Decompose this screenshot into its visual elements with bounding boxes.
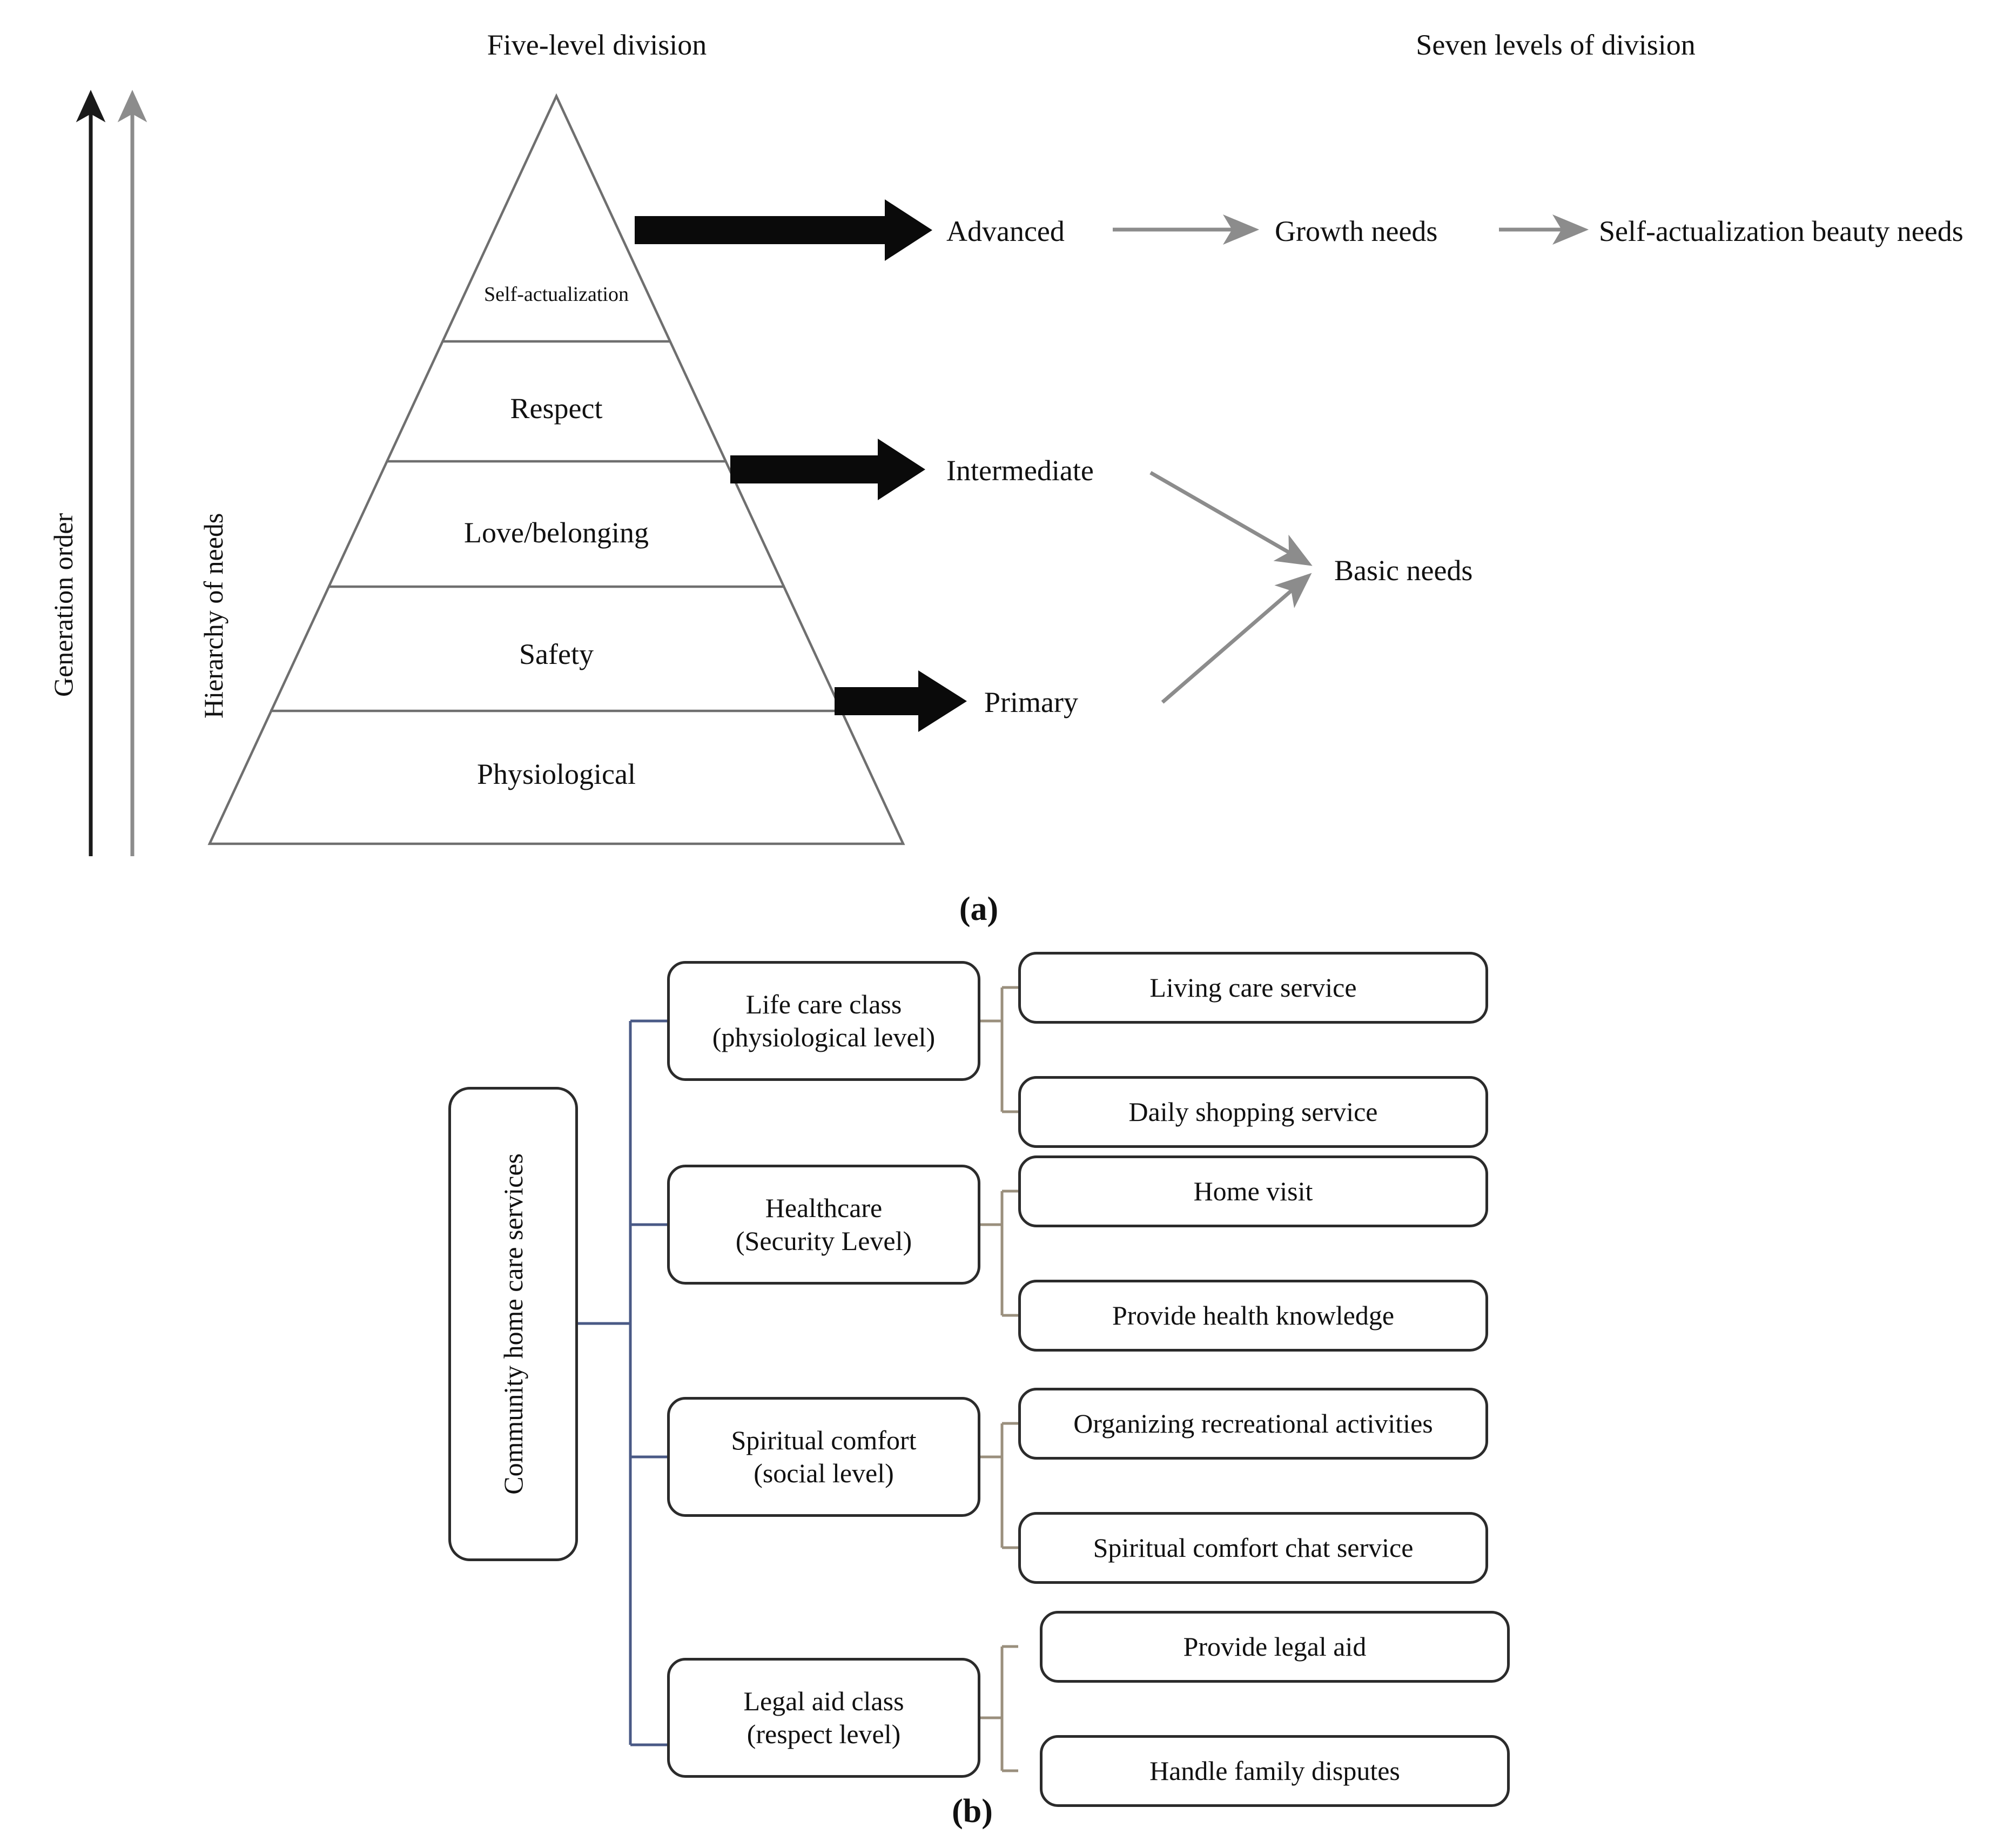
branch-node-healthcare[interactable]: Healthcare (Security Level) xyxy=(667,1165,980,1285)
leaf-1-2-label: Daily shopping service xyxy=(1128,1097,1378,1127)
stage-label-advanced: Advanced xyxy=(946,215,1065,247)
branch-3-label-line1: Spiritual comfort xyxy=(731,1425,917,1455)
leaf-node-living-care-service[interactable]: Living care service xyxy=(1018,952,1488,1024)
leaf-3-1-label: Organizing recreational activities xyxy=(1073,1408,1433,1439)
branch-2-label-line2: (Security Level) xyxy=(735,1226,912,1256)
tree-trunk-connectors xyxy=(578,1019,667,1746)
generation-order-label: Generation order xyxy=(48,513,78,697)
pyramid-level-physiological: Physiological xyxy=(477,758,636,790)
pyramid-level-respect: Respect xyxy=(510,392,603,425)
branch-4-label-line2: (respect level) xyxy=(747,1719,901,1749)
seven-levels-division-header: Seven levels of division xyxy=(1416,29,1696,61)
primary-arrow xyxy=(835,670,967,732)
leaf-4-1-label: Provide legal aid xyxy=(1183,1631,1367,1662)
pyramid-level-safety: Safety xyxy=(519,638,594,670)
panel-b-caption: (b) xyxy=(952,1793,993,1830)
five-level-division-header: Five-level division xyxy=(487,29,707,61)
branch-1-label-line1: Life care class xyxy=(745,989,902,1019)
grouping-arrows-group xyxy=(1113,214,1589,704)
primary-to-basic-arrow xyxy=(1161,573,1312,704)
advanced-arrow xyxy=(635,199,932,261)
leaf-2-1-label: Home visit xyxy=(1193,1176,1313,1206)
intermediate-arrow xyxy=(730,439,925,500)
stage-label-intermediate: Intermediate xyxy=(946,454,1094,487)
tree-leaf-connectors xyxy=(980,986,1018,1772)
panel-a-caption: (a) xyxy=(959,891,999,928)
branch-1-label-line2: (physiological level) xyxy=(712,1022,936,1052)
branch-node-legal-aid-class[interactable]: Legal aid class (respect level) xyxy=(667,1658,980,1778)
leaf-2-2-label: Provide health knowledge xyxy=(1112,1300,1395,1330)
pyramid-level-love-belonging: Love/belonging xyxy=(464,516,649,549)
tree-root-label: Community home care services xyxy=(497,1153,528,1495)
leaf-node-provide-health-knowledge[interactable]: Provide health knowledge xyxy=(1018,1280,1488,1352)
branch-node-life-care-class[interactable]: Life care class (physiological level) xyxy=(667,961,980,1081)
hierarchy-of-needs-label: Hierarchy of needs xyxy=(198,513,228,718)
leaf-bracket-2 xyxy=(980,1190,1018,1317)
pyramid-level-self-actualization: Self-actualization xyxy=(484,283,629,306)
pyramid-outline xyxy=(207,93,905,845)
tree-root-node[interactable]: Community home care services xyxy=(448,1087,578,1561)
needs-pyramid xyxy=(207,93,905,845)
leaf-bracket-1 xyxy=(980,986,1018,1113)
leaf-node-provide-legal-aid[interactable]: Provide legal aid xyxy=(1040,1611,1510,1683)
intermediate-to-basic-arrow xyxy=(1149,471,1313,566)
stage-label-primary: Primary xyxy=(984,686,1078,718)
stage-arrows-group xyxy=(635,199,967,732)
leaf-1-1-label: Living care service xyxy=(1149,972,1357,1003)
branch-4-label-line1: Legal aid class xyxy=(743,1686,904,1716)
leaf-node-daily-shopping-service[interactable]: Daily shopping service xyxy=(1018,1076,1488,1148)
branch-node-spiritual-comfort[interactable]: Spiritual comfort (social level) xyxy=(667,1397,980,1517)
terminal-label-self-actualization-beauty-needs: Self-actualization beauty needs xyxy=(1599,215,1963,247)
grouping-label-basic-needs: Basic needs xyxy=(1334,554,1473,587)
leaf-bracket-3 xyxy=(980,1422,1018,1549)
grouping-label-growth-needs: Growth needs xyxy=(1275,215,1438,247)
leaf-3-2-label: Spiritual comfort chat service xyxy=(1093,1533,1414,1563)
leaf-bracket-4 xyxy=(980,1645,1018,1772)
branch-3-label-line2: (social level) xyxy=(754,1458,894,1488)
branch-2-label-line1: Healthcare xyxy=(765,1193,883,1223)
leaf-4-2-label: Handle family disputes xyxy=(1149,1756,1400,1786)
leaf-node-spiritual-comfort-chat-service[interactable]: Spiritual comfort chat service xyxy=(1018,1512,1488,1584)
leaf-node-home-visit[interactable]: Home visit xyxy=(1018,1155,1488,1227)
leaf-node-handle-family-disputes[interactable]: Handle family disputes xyxy=(1040,1735,1510,1807)
leaf-node-organizing-recreational-activities[interactable]: Organizing recreational activities xyxy=(1018,1388,1488,1460)
